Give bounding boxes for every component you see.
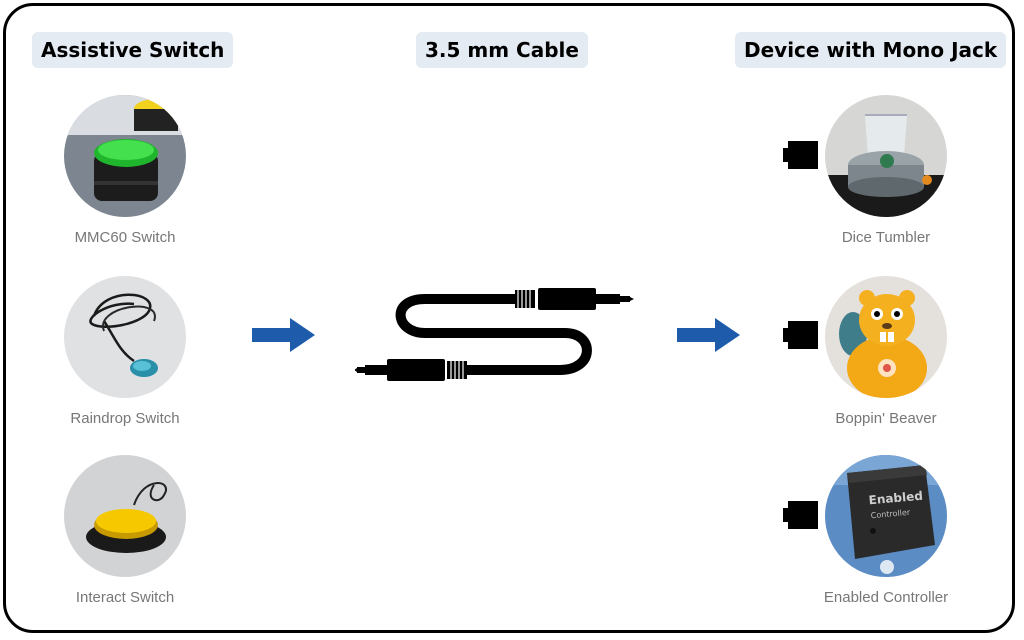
svg-text:Enabled: Enabled [868,489,923,508]
device-item-boppin-beaver: Boppin' Beaver [796,276,976,427]
beaver-toy-icon [825,276,947,398]
switch-label: Raindrop Switch [70,410,180,427]
audio-cable-icon [355,288,634,381]
device-item-dice-tumbler: Dice Tumbler [796,95,976,246]
arrow-right-icon [252,318,315,352]
arrow-right-icon [677,318,740,352]
controller-box-icon: Enabled Controller [825,455,947,577]
yellow-button-switch-icon [64,455,186,577]
switch-label: MMC60 Switch [74,229,176,246]
mono-jack-icon [783,141,818,169]
heading-cable: 3.5 mm Cable [416,32,588,68]
switch-item-interact: Interact Switch [35,455,215,606]
teal-raindrop-switch-icon [64,276,186,398]
heading-device: Device with Mono Jack [735,32,1007,68]
switch-item-raindrop: Raindrop Switch [35,276,215,427]
device-label: Enabled Controller [823,589,949,606]
mono-jack-icon [783,501,818,529]
diagram-frame [3,3,1015,633]
heading-assistive-switch: Assistive Switch [32,32,234,68]
switch-item-mmc60: MMC60 Switch [35,95,215,246]
green-button-switch-icon [64,95,186,217]
device-label: Dice Tumbler [841,229,931,246]
mono-jack-icon [783,321,818,349]
dice-tumbler-icon [825,95,947,217]
svg-text:Controller: Controller [870,508,911,520]
switch-label: Interact Switch [75,589,175,606]
device-label: Boppin' Beaver [835,410,937,427]
device-item-enabled-controller: Enabled Controller Enabled Controller [796,455,976,606]
